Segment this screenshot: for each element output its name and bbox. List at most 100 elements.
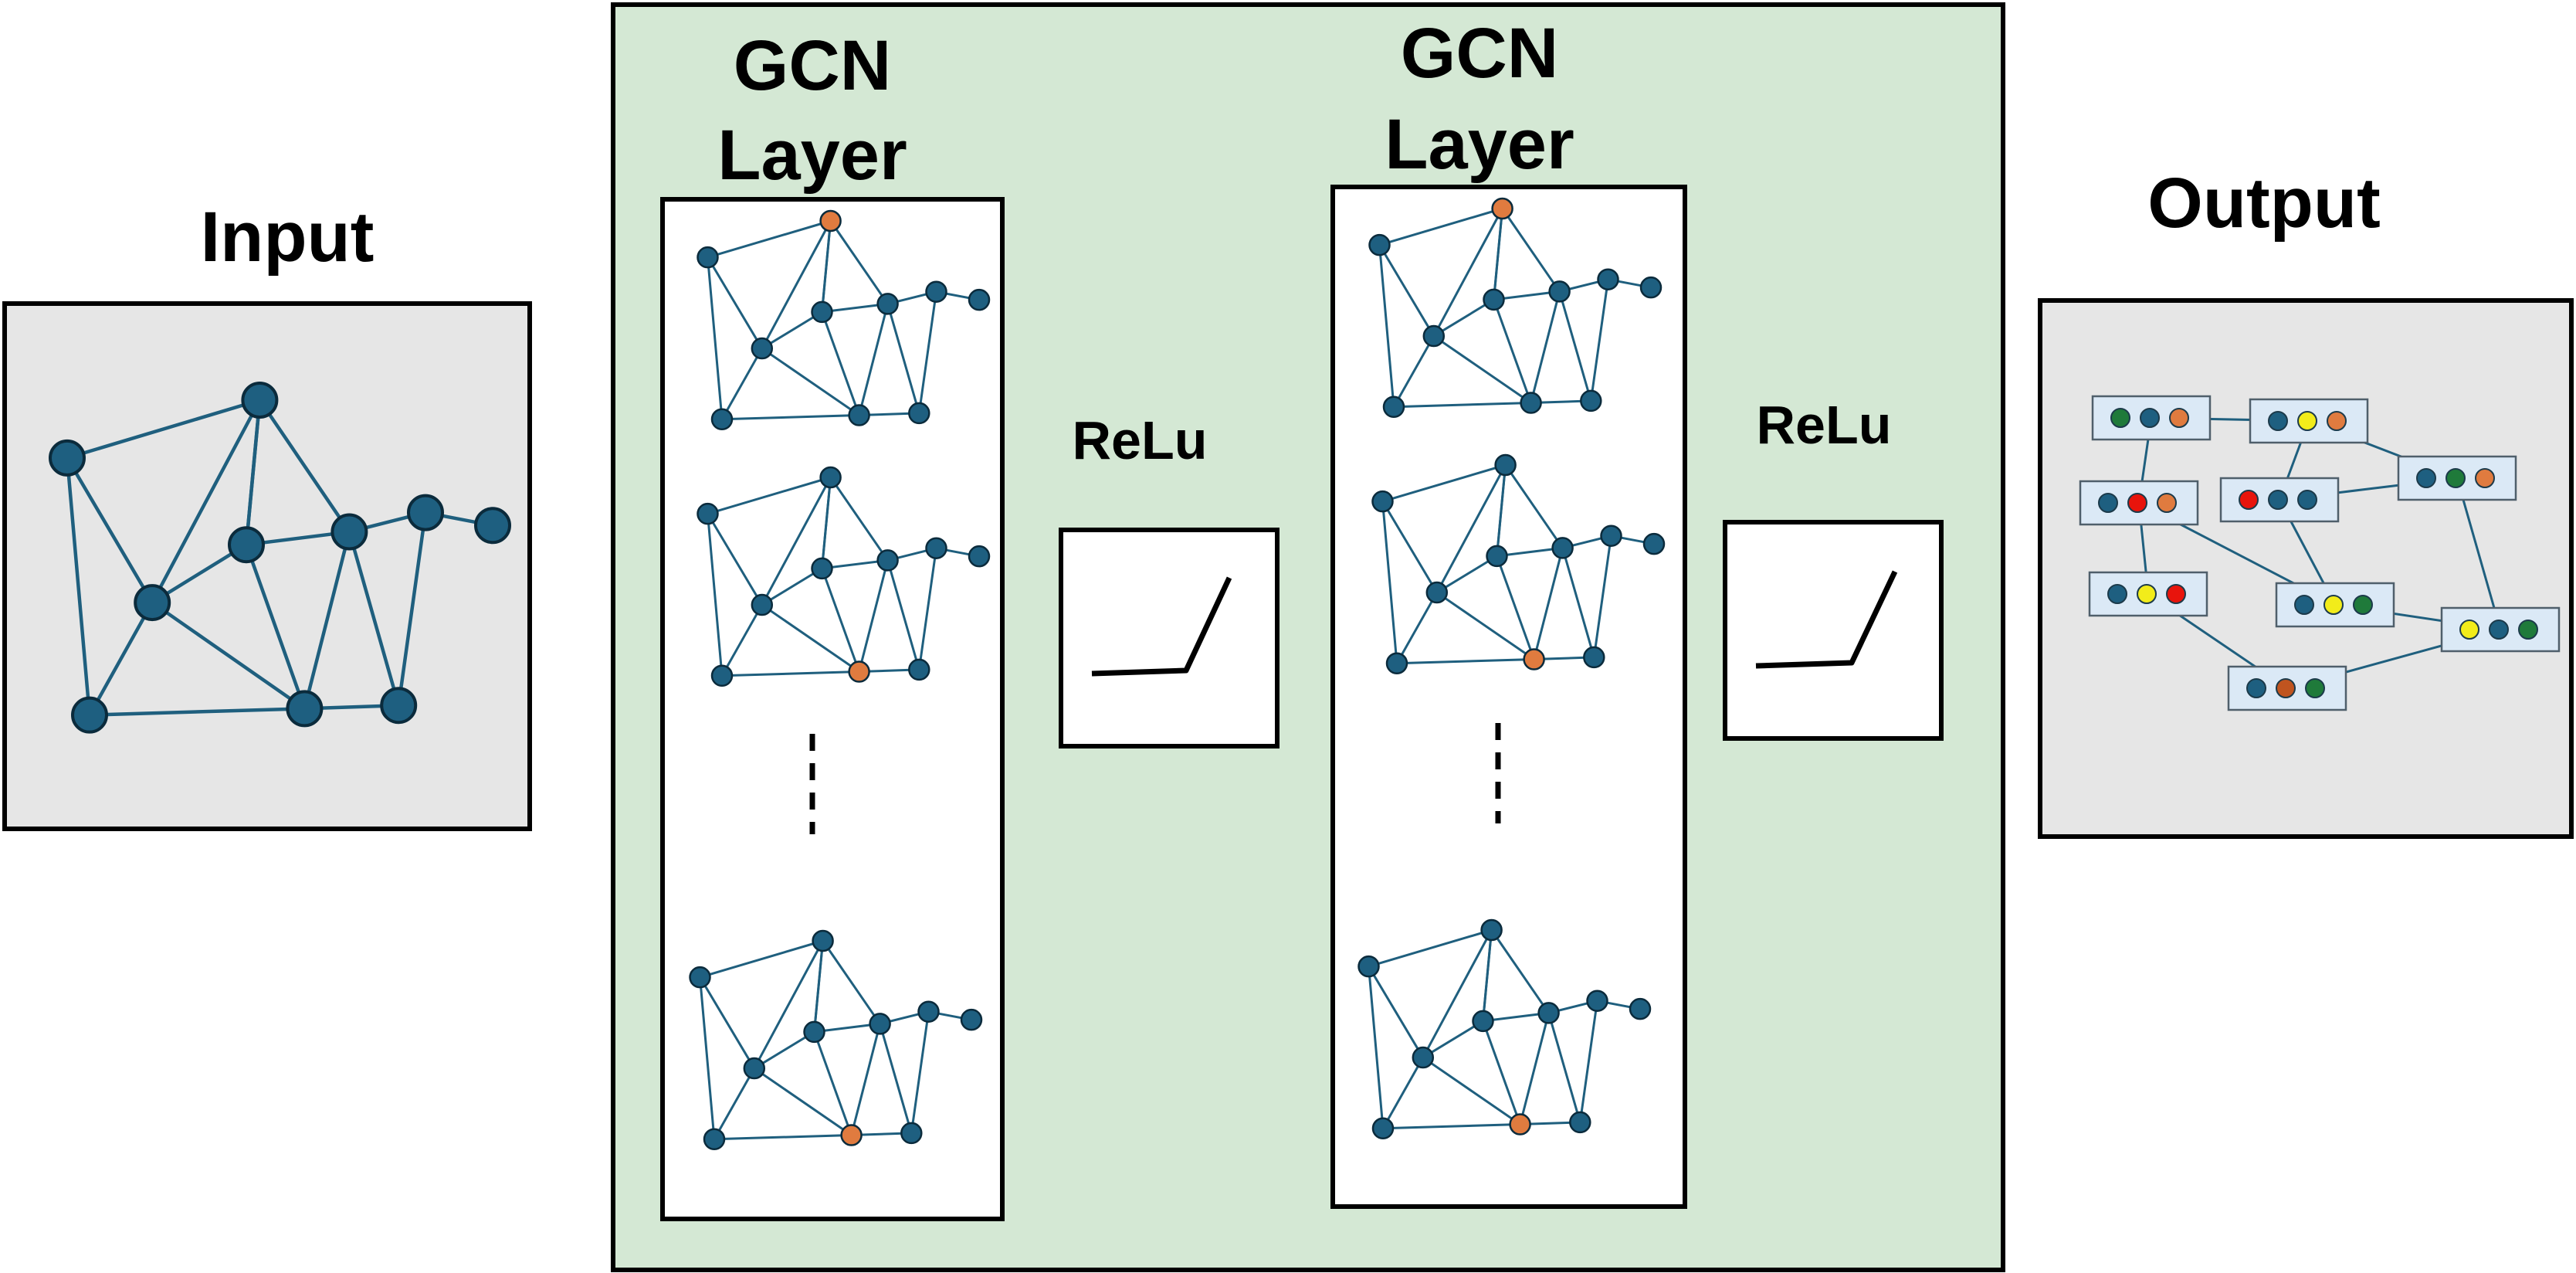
gcn1-middle-graph-edge [707, 514, 724, 676]
gcn1-middle-graph-node [697, 502, 719, 525]
gcn2-middle-graph-edge [1382, 463, 1507, 503]
gcn2-bottom-graph-node [1357, 955, 1380, 978]
output-feature-dot [2297, 490, 2317, 510]
output-feature-dot [2246, 678, 2266, 698]
gcn1-top-graph-node [848, 404, 870, 426]
gcn2-top-graph-edge [1493, 208, 1504, 300]
input-graph-edge [396, 512, 428, 706]
input-graph-edge [89, 707, 305, 717]
gcn2-bottom-graph-edge [1482, 929, 1493, 1022]
gcn1-middle-graph-edge [707, 476, 832, 515]
input-graph-edge [244, 399, 262, 545]
gcn1-top-graph-edge [707, 257, 724, 419]
gcn2-top-graph-edge [1432, 334, 1532, 404]
gcn-layer-2-title-line1: GCN [1401, 14, 1558, 93]
output-feature-dot [2475, 468, 2495, 488]
relu-1-curve [1091, 576, 1232, 677]
relu-1-label: ReLu [1073, 410, 1208, 470]
gcn2-bottom-graph-edge [1422, 1020, 1484, 1059]
gcn2-middle-graph-node [1551, 537, 1574, 559]
gcn2-middle-graph-node [1385, 652, 1408, 675]
gcn2-bottom-graph-edge [1547, 1013, 1581, 1123]
gcn2-bottom-graph-edge [1578, 1000, 1598, 1123]
output-feature-dot [2166, 584, 2186, 604]
output-title: Output [2147, 164, 2380, 243]
gcn1-top-graph-highlighted-node [819, 209, 842, 233]
gcn2-top-graph-edge [1501, 208, 1561, 293]
input-graph-edge [347, 531, 401, 706]
gcn1-bottom-graph-node [743, 1057, 766, 1080]
gcn1-top-graph-node [751, 337, 774, 360]
gcn1-top-graph-edge [761, 311, 823, 350]
gcn2-top-graph-edge [1433, 298, 1495, 338]
output-feature-dot [2276, 678, 2296, 698]
gcn2-top-graph-edge [1493, 290, 1560, 301]
gcn1-bottom-graph-node [803, 1020, 825, 1044]
input-graph-edge [303, 531, 351, 709]
gcn2-bottom-graph-node [1371, 1117, 1395, 1140]
gcn1-bottom-graph-node [900, 1122, 923, 1145]
gcn-layer-2-graphs [1357, 197, 1666, 1140]
gcn-layer-2-title-line2: Layer [1385, 105, 1574, 184]
gcn1-bottom-graph-edge [822, 940, 881, 1025]
gcn2-top-graph-edge [1378, 244, 1435, 337]
gcn1-top-graph-edge [707, 256, 764, 349]
input-graph-edge [258, 399, 351, 533]
gcn1-middle-graph-node [751, 593, 774, 616]
gcn1-bottom-graph-edge [813, 1031, 853, 1136]
gcn1-bottom-graph-node [917, 1000, 940, 1023]
relu-2-label: ReLu [1757, 395, 1892, 455]
gcn1-bottom-graph-edge [753, 940, 824, 1069]
gcn-layer-2-frame [1330, 185, 1687, 1209]
gcn2-top-graph-highlighted-node [1491, 197, 1513, 220]
gcn1-middle-graph-highlighted-node [848, 660, 870, 683]
gcn1-top-graph-edge [886, 304, 920, 414]
gcn2-bottom-graph-node [1586, 990, 1608, 1012]
input-graph-edge [151, 601, 306, 711]
gcn1-bottom-graph-highlighted-node [840, 1124, 863, 1146]
gcn2-bottom-graph-node [1629, 997, 1652, 1020]
input-graph-edge [66, 398, 261, 460]
output-panel [2038, 298, 2574, 839]
gcn2-bottom-graph-edge [1519, 1013, 1551, 1125]
input-graph-node [228, 526, 265, 564]
gcn2-bottom-graph-node [1412, 1046, 1435, 1069]
input-graph-node [134, 584, 171, 622]
output-feature-dot [2327, 411, 2347, 431]
output-feature-dot [2268, 490, 2288, 510]
gcn1-middle-graph-node [908, 658, 930, 681]
gcn2-top-graph-node [1483, 288, 1505, 311]
gcn1-middle-graph-edge [829, 477, 889, 562]
gcn2-middle-graph-node [1371, 490, 1394, 513]
input-graph-node [407, 494, 444, 531]
output-feature-dot [2416, 468, 2436, 488]
gcn2-bottom-graph-edge [1422, 929, 1493, 1058]
gcn2-middle-graph-highlighted-node [1523, 648, 1545, 670]
output-feature-dot [2169, 408, 2189, 428]
gcn2-top-graph-edge [1379, 207, 1503, 246]
gcn2-middle-graph-node [1642, 532, 1666, 555]
output-feature-dot [2294, 595, 2314, 615]
gcn1-middle-graph-edge [761, 567, 823, 606]
gcn-layer-1-graphs [689, 209, 991, 1151]
input-graph-node [330, 513, 368, 551]
gcn2-bottom-graph-node [1472, 1010, 1494, 1033]
gcn1-bottom-graph-edge [699, 976, 756, 1069]
gcn1-middle-graph-edge [707, 513, 764, 606]
gcn1-top-graph-node [876, 293, 899, 315]
input-graph-node [286, 690, 324, 728]
gcn2-middle-graph-edge [1592, 535, 1612, 658]
gcn1-middle-graph-node [925, 537, 947, 559]
relu-2-box [1723, 520, 1944, 741]
gcn2-bottom-graph-node [1569, 1111, 1591, 1134]
gcn2-middle-graph-edge [1496, 464, 1507, 557]
gcn1-middle-graph-edge [761, 603, 860, 673]
output-feature-dot [2323, 595, 2344, 615]
gcn1-top-graph-edge [917, 291, 937, 414]
gcn2-top-graph-edge [1589, 279, 1609, 402]
gcn1-top-graph-edge [821, 311, 861, 416]
gcn1-middle-graph-edge [821, 477, 832, 569]
relu-2-curve [1755, 570, 1898, 669]
gcn2-middle-graph-edge [1496, 555, 1536, 660]
gcn2-bottom-graph-edge [1382, 1123, 1520, 1130]
